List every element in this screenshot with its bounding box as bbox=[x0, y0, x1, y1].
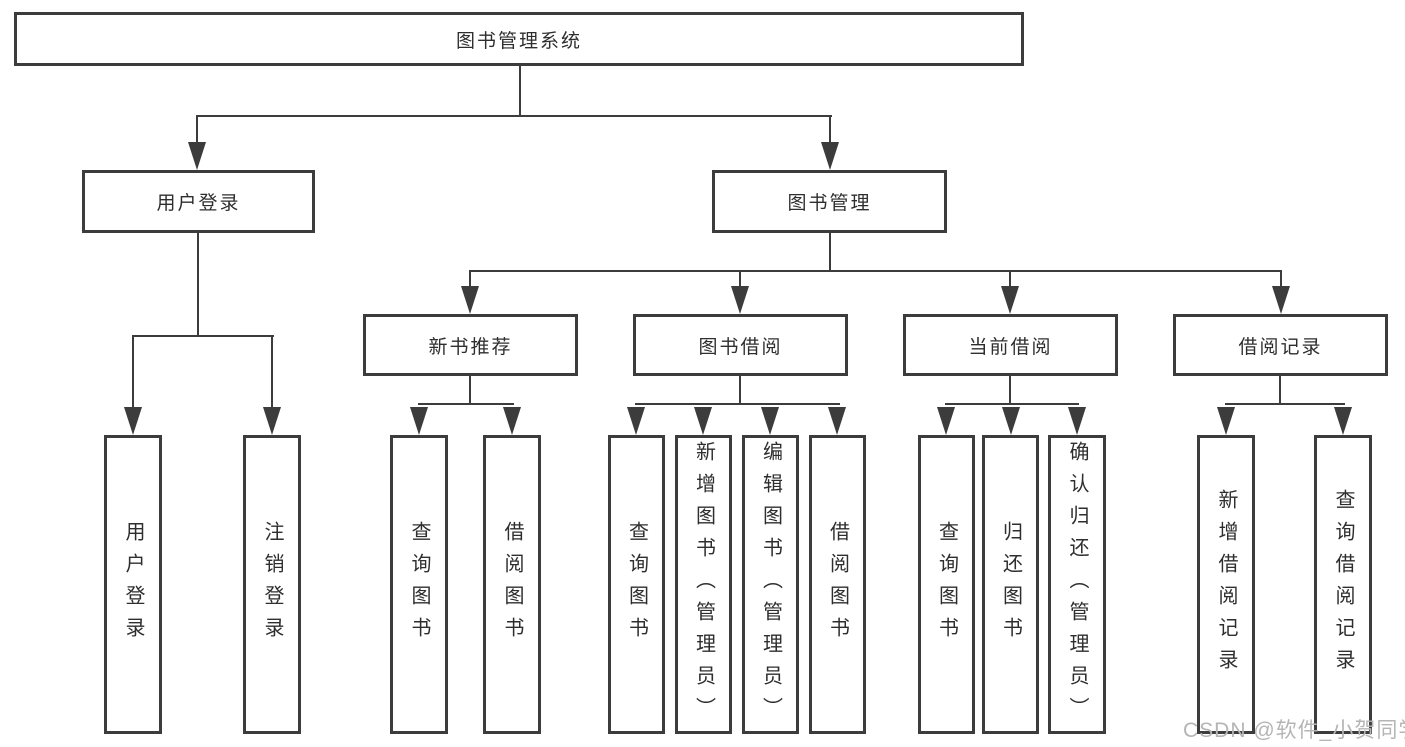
leaf-nb-borrow-book-label: 借阅图书 bbox=[501, 520, 523, 649]
leaf-cb-return-book-label: 归还图书 bbox=[999, 520, 1022, 649]
connector-book-mgmt-stem bbox=[829, 231, 831, 272]
leaf-logout-label: 注销登录 bbox=[261, 520, 283, 649]
node-new-book-recommend-label: 新书推荐 bbox=[428, 336, 513, 358]
csdn-watermark: CSDN @软件_小贺同学 bbox=[1183, 719, 1405, 742]
arrowhead-to-leaf-user-login bbox=[124, 407, 142, 435]
connector-user-login-split bbox=[132, 335, 274, 337]
node-book-management: 图书管理 bbox=[712, 170, 947, 233]
connector-l0-left-drop bbox=[196, 115, 198, 148]
leaf-cb-confirm-return-admin-label: 确认归还（管理员） bbox=[1066, 440, 1088, 729]
node-root: 图书管理系统 bbox=[14, 12, 1024, 66]
leaf-br-query-record: 查询借阅记录 bbox=[1314, 435, 1372, 734]
leaf-bb-add-book-admin: 新增图书（管理员） bbox=[675, 435, 732, 734]
leaf-logout: 注销登录 bbox=[243, 435, 301, 734]
leaf-bb-borrow-book: 借阅图书 bbox=[809, 435, 866, 734]
connector-borrow-record-stem bbox=[1279, 374, 1281, 405]
arrowhead-to-nb-query bbox=[410, 407, 428, 435]
arrowhead-to-cb-query bbox=[937, 407, 955, 435]
leaf-bb-edit-book-admin: 编辑图书（管理员） bbox=[742, 435, 799, 734]
leaf-bb-add-book-admin-label: 新增图书（管理员） bbox=[692, 440, 715, 729]
arrowhead-to-bb-add bbox=[694, 407, 712, 435]
node-current-borrow-label: 当前借阅 bbox=[968, 336, 1053, 358]
connector-book-mgmt-drop-2 bbox=[739, 270, 741, 290]
node-user-login: 用户登录 bbox=[82, 170, 315, 233]
arrowhead-to-bb-borrow bbox=[828, 407, 846, 435]
node-current-borrow: 当前借阅 bbox=[903, 314, 1118, 376]
connector-root-stem bbox=[519, 64, 521, 117]
connector-book-mgmt-split bbox=[469, 270, 1282, 272]
connector-l0-split bbox=[196, 115, 832, 117]
connector-current-borrow-split bbox=[945, 403, 1079, 405]
leaf-bb-query-book-label: 查询图书 bbox=[625, 520, 648, 649]
leaf-user-login: 用户登录 bbox=[104, 435, 162, 734]
leaf-cb-confirm-return-admin: 确认归还（管理员） bbox=[1048, 435, 1106, 734]
leaf-nb-borrow-book: 借阅图书 bbox=[483, 435, 541, 734]
arrowhead-to-user-login bbox=[188, 142, 206, 170]
arrowhead-to-br-query bbox=[1334, 407, 1352, 435]
leaf-br-add-record-label: 新增借阅记录 bbox=[1215, 488, 1237, 681]
arrowhead-to-cb-return bbox=[1002, 407, 1020, 435]
arrowhead-to-book-mgmt bbox=[821, 142, 839, 170]
connector-current-borrow-stem bbox=[1009, 374, 1011, 405]
leaf-user-login-label: 用户登录 bbox=[122, 520, 144, 649]
connector-user-login-stem bbox=[197, 231, 199, 337]
connector-l0-right-drop bbox=[829, 115, 831, 148]
arrowhead-to-nb-borrow bbox=[503, 407, 521, 435]
connector-user-login-drop-2 bbox=[271, 335, 273, 411]
connector-borrow-record-split bbox=[1225, 403, 1345, 405]
node-borrow-record: 借阅记录 bbox=[1173, 314, 1388, 376]
leaf-nb-query-book: 查询图书 bbox=[390, 435, 448, 734]
node-book-borrow: 图书借阅 bbox=[633, 314, 848, 376]
node-user-login-label: 用户登录 bbox=[156, 193, 241, 214]
connector-user-login-drop-1 bbox=[132, 335, 134, 411]
leaf-br-add-record: 新增借阅记录 bbox=[1197, 435, 1255, 734]
node-book-management-label: 图书管理 bbox=[787, 193, 872, 214]
arrowhead-to-book-borrow bbox=[731, 286, 749, 314]
arrowhead-to-leaf-logout bbox=[263, 407, 281, 435]
node-book-borrow-label: 图书借阅 bbox=[698, 336, 783, 358]
connector-new-book-split bbox=[418, 403, 514, 405]
arrowhead-to-bb-query bbox=[627, 407, 645, 435]
leaf-bb-query-book: 查询图书 bbox=[608, 435, 665, 734]
leaf-cb-return-book: 归还图书 bbox=[982, 435, 1039, 734]
arrowhead-to-new-book bbox=[461, 286, 479, 314]
leaf-nb-query-book-label: 查询图书 bbox=[408, 520, 430, 649]
connector-book-borrow-stem bbox=[739, 374, 741, 405]
arrowhead-to-bb-edit bbox=[761, 407, 779, 435]
connector-book-borrow-split bbox=[635, 403, 840, 405]
leaf-cb-query-book-label: 查询图书 bbox=[935, 520, 958, 649]
leaf-bb-borrow-book-label: 借阅图书 bbox=[826, 520, 849, 649]
leaf-br-query-record-label: 查询借阅记录 bbox=[1332, 488, 1354, 681]
node-new-book-recommend: 新书推荐 bbox=[363, 314, 578, 376]
connector-book-mgmt-drop-1 bbox=[469, 270, 471, 290]
arrowhead-to-borrow-record bbox=[1272, 286, 1290, 314]
connector-book-mgmt-drop-3 bbox=[1009, 270, 1011, 290]
connector-new-book-stem bbox=[469, 374, 471, 405]
arrowhead-to-current-borrow bbox=[1001, 286, 1019, 314]
arrowhead-to-cb-confirm bbox=[1068, 407, 1086, 435]
node-borrow-record-label: 借阅记录 bbox=[1238, 336, 1323, 358]
connector-book-mgmt-drop-4 bbox=[1280, 270, 1282, 290]
leaf-bb-edit-book-admin-label: 编辑图书（管理员） bbox=[759, 440, 782, 729]
node-root-label: 图书管理系统 bbox=[455, 30, 582, 52]
arrowhead-to-br-add bbox=[1217, 407, 1235, 435]
leaf-cb-query-book: 查询图书 bbox=[918, 435, 975, 734]
